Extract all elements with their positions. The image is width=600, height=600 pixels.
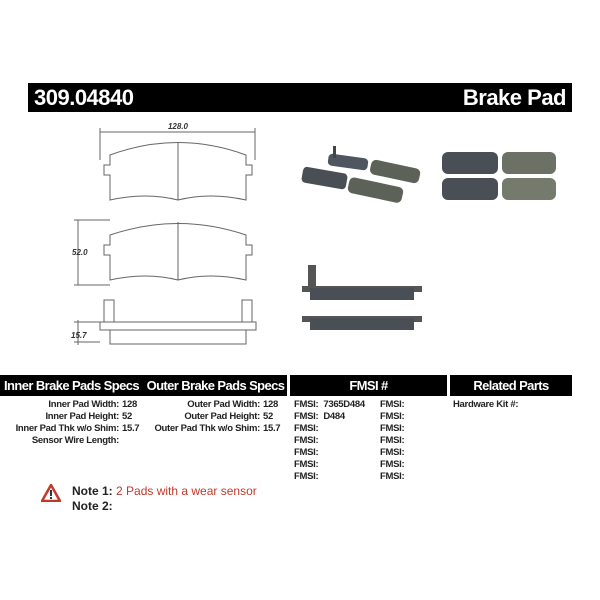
row-value: 52 [263,411,273,422]
row-label: FMSI: [294,471,319,482]
row-label: Outer Pad Height: [184,411,260,422]
note-1-text: 2 Pads with a wear sensor [116,484,257,498]
hardware-kit-label: Hardware Kit #: [453,399,519,410]
spec-row: FMSI: [380,411,444,423]
spec-row: Inner Pad Thk w/o Shim:15.7 [0,423,146,435]
pads-flat-photo [442,152,556,200]
note-1-label: Note 1: [72,484,113,498]
spec-row: FMSI: [294,423,376,435]
row-label: Outer Pad Width: [187,399,260,410]
technical-drawing: 128.0 52.0 15.7 [71,122,257,345]
spec-row: Inner Pad Height:52 [0,411,146,423]
row-label: FMSI: [294,423,319,434]
spec-row: Sensor Wire Length: [0,435,146,447]
thickness-dimension: 15.7 [71,331,87,340]
height-dimension: 52.0 [72,248,88,257]
row-value: 52 [122,411,132,422]
product-type: Brake Pad [462,85,567,110]
spec-row: FMSI: [380,423,444,435]
spec-row: FMSI: [380,459,444,471]
spec-row: FMSI: [294,459,376,471]
spec-row: FMSI: [294,447,376,459]
row-label: FMSI: [380,399,405,410]
row-label: FMSI: [380,471,405,482]
hardware-kit-row: Hardware Kit #: [453,399,571,411]
row-value: D484 [323,411,345,422]
row-label: FMSI: [294,411,319,422]
product-photos [301,146,556,330]
specs-header-bar: Inner Brake Pads Specs Outer Brake Pads … [0,375,287,396]
spec-row: FMSI: 7365D484 [294,399,376,411]
spec-row: Inner Pad Width:128 [0,399,146,411]
note-1: Note 1: 2 Pads with a wear sensor [72,484,257,498]
row-label: Inner Pad Thk w/o Shim: [15,423,120,434]
row-value: 15.7 [263,423,281,434]
title-bar: 309.04840 Brake Pad [28,83,572,112]
row-value: 15.7 [122,423,140,434]
row-label: FMSI: [294,447,319,458]
row-label: FMSI: [294,459,319,470]
spec-row: FMSI: [380,471,444,483]
part-number: 309.04840 [34,85,134,110]
row-label: FMSI: [380,423,405,434]
row-value: 128 [263,399,278,410]
spec-row: Outer Pad Width:128 [148,399,287,411]
pad-outline-top [103,142,253,201]
spec-row: Outer Pad Thk w/o Shim:15.7 [148,423,287,435]
fmsi-list-2: FMSI:FMSI:FMSI:FMSI:FMSI:FMSI:FMSI: [380,399,444,483]
note-2: Note 2: [72,499,113,513]
spec-row: FMSI: [380,435,444,447]
warning-triangle-icon [41,484,61,502]
related-parts-header: Related Parts [450,375,572,396]
spec-row: FMSI: [294,435,376,447]
width-dimension: 128.0 [168,122,189,131]
pad-outline-middle [103,222,253,281]
row-label: Outer Pad Thk w/o Shim: [154,423,260,434]
row-label: FMSI: [380,459,405,470]
dimension-lines [74,128,256,345]
spec-row: Outer Pad Height:52 [148,411,287,423]
row-label: FMSI: [380,411,405,422]
spec-row: FMSI: [294,471,376,483]
outer-specs-header: Outer Brake Pads Specs [146,378,285,393]
row-label: Sensor Wire Length: [31,435,119,446]
row-label: FMSI: [294,435,319,446]
pads-angled-photo [301,146,421,203]
pads-side-photo [302,265,422,330]
fmsi-header: FMSI # [290,375,447,396]
inner-specs-header: Inner Brake Pads Specs [4,378,140,393]
row-label: Inner Pad Width: [48,399,119,410]
row-value [122,435,146,447]
spec-row: FMSI: D484 [294,411,376,423]
pad-outline-side [99,299,257,345]
row-label: FMSI: [380,435,405,446]
row-label: FMSI: [294,399,319,410]
row-value: 128 [122,399,137,410]
row-label: Inner Pad Height: [45,411,119,422]
row-value: 7365D484 [323,399,365,410]
note-2-label: Note 2: [72,499,113,513]
spec-row: FMSI: [380,447,444,459]
row-label: FMSI: [380,447,405,458]
spec-row: FMSI: [380,399,444,411]
